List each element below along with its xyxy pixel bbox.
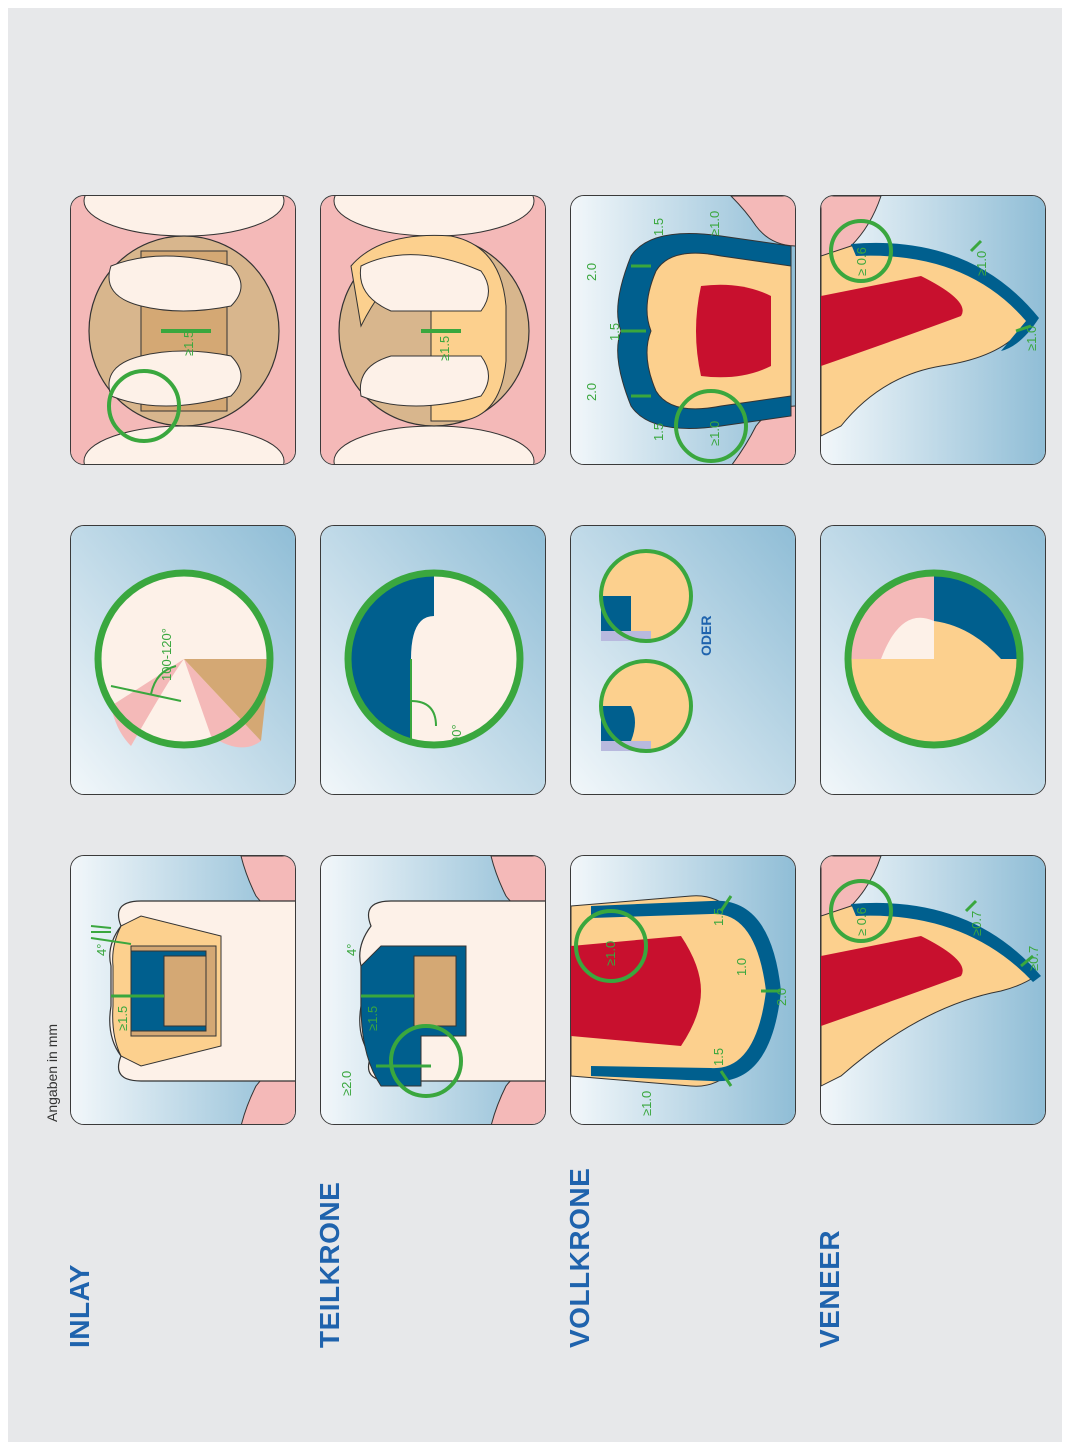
molar-label-4: 1.5: [607, 323, 622, 341]
partial-crown-occlusal-view-icon: ≥1.5: [321, 196, 545, 464]
veneer-overlap-cervical-label: ≥ 0.6: [854, 247, 869, 276]
molar-label-3: 2.0: [584, 263, 599, 281]
inlay-margin-angle-label: 100-120°: [159, 628, 174, 681]
panel-inlay-occlusal: ≥1.5: [70, 195, 296, 465]
panel-vollkrone-section: ≥1.0 1.5 1.0 2.0 1.5 ≥1.0: [570, 855, 796, 1125]
molar-label-6: 1.5: [651, 423, 666, 441]
molar-label-7: ≥1.0: [707, 421, 722, 446]
veneer-mid-label: ≥0.7: [969, 911, 984, 936]
veneer-overlap-incisal-label: ≥1.0: [1024, 326, 1039, 351]
partial-crown-occlusal-depth-label: ≥1.5: [437, 336, 452, 361]
molar-label-1: 1.5: [651, 218, 666, 236]
full-crown-section-icon: ≥1.0 1.5 1.0 2.0 1.5 ≥1.0: [571, 856, 795, 1124]
panel-inlay-section: 4° ≥1.5: [70, 855, 296, 1125]
inlay-margin-angle-detail-icon: 100-120°: [71, 526, 295, 794]
units-note: Angaben in mm: [44, 1023, 60, 1122]
full-crown-label-3: 1.0: [734, 958, 749, 976]
row-label-inlay: INLAY: [64, 1264, 95, 1348]
panel-vollkrone-molar: 1.5 ≥1.0 2.0 1.5 2.0 1.5 ≥1.0: [570, 195, 796, 465]
veneer-overlap-mid-label: ≥1.0: [974, 251, 989, 276]
panel-veneer-section: ≥ 0.6 ≥0.7 ≥0.7: [820, 855, 1046, 1125]
panel-teilkrone-section: 4° ≥1.5 ≥2.0: [320, 855, 546, 1125]
panel-inlay-detail: 100-120°: [70, 525, 296, 795]
partial-crown-section-icon: 4° ≥1.5 ≥2.0: [321, 856, 545, 1124]
full-crown-label-1: ≥1.0: [603, 941, 618, 966]
veneer-margin-detail-icon: [821, 526, 1045, 794]
full-crown-label-4: 2.0: [774, 988, 789, 1006]
inlay-cavity-section-icon: 4° ≥1.5: [71, 856, 295, 1124]
partial-crown-depth-label: ≥1.5: [365, 1006, 380, 1031]
full-crown-molar-section-icon: 1.5 ≥1.0 2.0 1.5 2.0 1.5 ≥1.0: [571, 196, 795, 464]
partial-crown-shoulder-detail-icon: 90°: [321, 526, 545, 794]
full-crown-label-5: 1.5: [711, 1048, 726, 1066]
full-crown-label-6: ≥1.0: [639, 1091, 654, 1116]
panel-teilkrone-detail: 90°: [320, 525, 546, 795]
partial-crown-cusp-label: ≥2.0: [339, 1071, 354, 1096]
inlay-depth-label: ≥1.5: [115, 1006, 130, 1031]
molar-label-5: 2.0: [584, 383, 599, 401]
veneer-cervical-label: ≥ 0.6: [854, 907, 869, 936]
veneer-incisal-label: ≥0.7: [1026, 946, 1041, 971]
full-crown-oder-label: ODER: [698, 616, 714, 656]
inlay-occlusal-view-icon: ≥1.5: [71, 196, 295, 464]
molar-label-2: ≥1.0: [707, 211, 722, 236]
panel-teilkrone-occlusal: ≥1.5: [320, 195, 546, 465]
panel-veneer-overlap: ≥ 0.6 ≥1.0 ≥1.0: [820, 195, 1046, 465]
full-crown-margin-options-icon: ODER: [571, 526, 795, 794]
veneer-section-icon: ≥ 0.6 ≥0.7 ≥0.7: [821, 856, 1045, 1124]
row-label-vollkrone: VOLLKRONE: [564, 1167, 595, 1348]
veneer-incisal-overlap-section-icon: ≥ 0.6 ≥1.0 ≥1.0: [821, 196, 1045, 464]
panel-veneer-detail: [820, 525, 1046, 795]
full-crown-label-2: 1.5: [711, 908, 726, 926]
inlay-occlusal-depth-label: ≥1.5: [181, 331, 196, 356]
partial-crown-shoulder-angle-label: 90°: [449, 724, 464, 744]
row-label-teilkrone: TEILKRONE: [314, 1181, 345, 1348]
partial-crown-angle-label: 4°: [344, 944, 359, 956]
row-label-veneer: VENEER: [814, 1229, 845, 1348]
inlay-angle-label: 4°: [94, 944, 109, 956]
panel-vollkrone-detail: ODER: [570, 525, 796, 795]
